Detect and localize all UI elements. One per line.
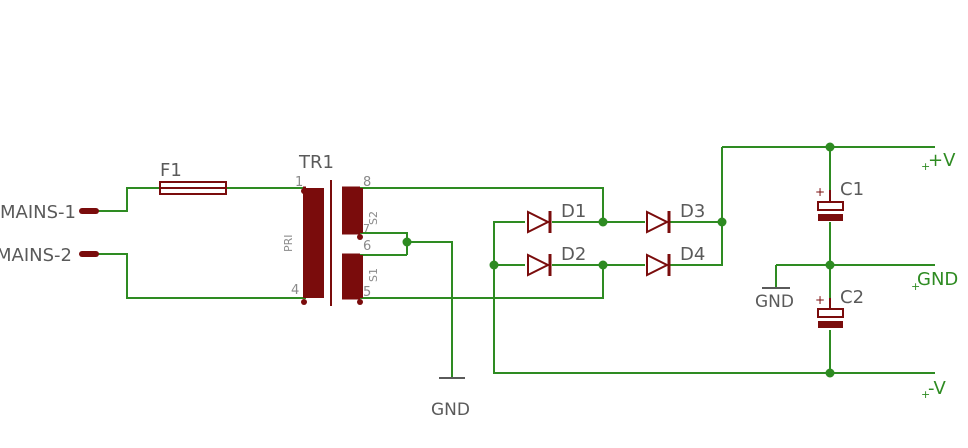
primary-label: PRI — [282, 234, 295, 252]
diode-d1: D1 — [527, 201, 586, 234]
transformer-tr1: TR1 1 4 8 6 5 7 PRI S2 S1 — [282, 152, 380, 306]
c2-polarity: + — [815, 293, 825, 307]
pin-6-label: 6 — [363, 239, 371, 254]
wire-mains2 — [94, 253, 306, 299]
transformer-label: TR1 — [298, 152, 334, 173]
gnd-symbol-transformer: GND — [431, 377, 470, 420]
pin-8-label: 8 — [363, 175, 371, 190]
pin-5-label: 5 — [363, 285, 371, 300]
mains1-label: MAINS-1 — [0, 202, 76, 223]
wire-ct-to-gnd — [407, 241, 453, 378]
s1-label: S1 — [367, 268, 380, 282]
fuse-label: F1 — [160, 160, 182, 181]
diode-d3: D3 — [646, 201, 705, 234]
mains-connector-2: MAINS-2 — [0, 245, 99, 266]
wire-mains1 — [94, 187, 160, 212]
capacitor-c1: + C1 — [815, 179, 864, 221]
mains-connector-1: MAINS-1 — [0, 202, 99, 223]
junctions — [402, 142, 835, 378]
output-plus-v: + +V — [921, 150, 956, 173]
pin-4-label: 4 — [291, 283, 299, 298]
d3-label: D3 — [680, 201, 705, 222]
pin-7-label: 7 — [363, 222, 370, 235]
svg-text:+: + — [911, 280, 920, 293]
wire-sec-bottom — [356, 265, 604, 299]
d1-label: D1 — [561, 201, 586, 222]
gnd-label-1: GND — [431, 400, 470, 420]
capacitor-c2: + C2 — [815, 287, 864, 328]
c2-label: C2 — [840, 287, 864, 308]
wire-neg-rail — [493, 221, 935, 374]
gnd-label-2: GND — [755, 292, 794, 312]
diode-d4: D4 — [646, 244, 705, 277]
d4-label: D4 — [680, 244, 705, 265]
output-gnd: + GND — [911, 269, 958, 293]
svg-text:+: + — [921, 160, 930, 173]
c1-polarity: + — [815, 185, 825, 199]
diode-d2: D2 — [527, 244, 586, 277]
gnd-out-label: GND — [917, 269, 958, 290]
fuse-f1: F1 — [159, 160, 227, 195]
plus-v-label: +V — [928, 150, 956, 171]
pin-1-label: 1 — [295, 175, 303, 190]
svg-text:+: + — [921, 388, 930, 401]
wire-sec-top — [356, 187, 604, 222]
d2-label: D2 — [561, 244, 586, 265]
output-minus-v: + -V — [921, 378, 946, 401]
gnd-symbol-caps: GND — [755, 287, 794, 312]
s2-label: S2 — [367, 211, 380, 225]
c1-label: C1 — [840, 179, 864, 200]
mains2-label: MAINS-2 — [0, 245, 72, 266]
minus-v-label: -V — [928, 378, 946, 399]
